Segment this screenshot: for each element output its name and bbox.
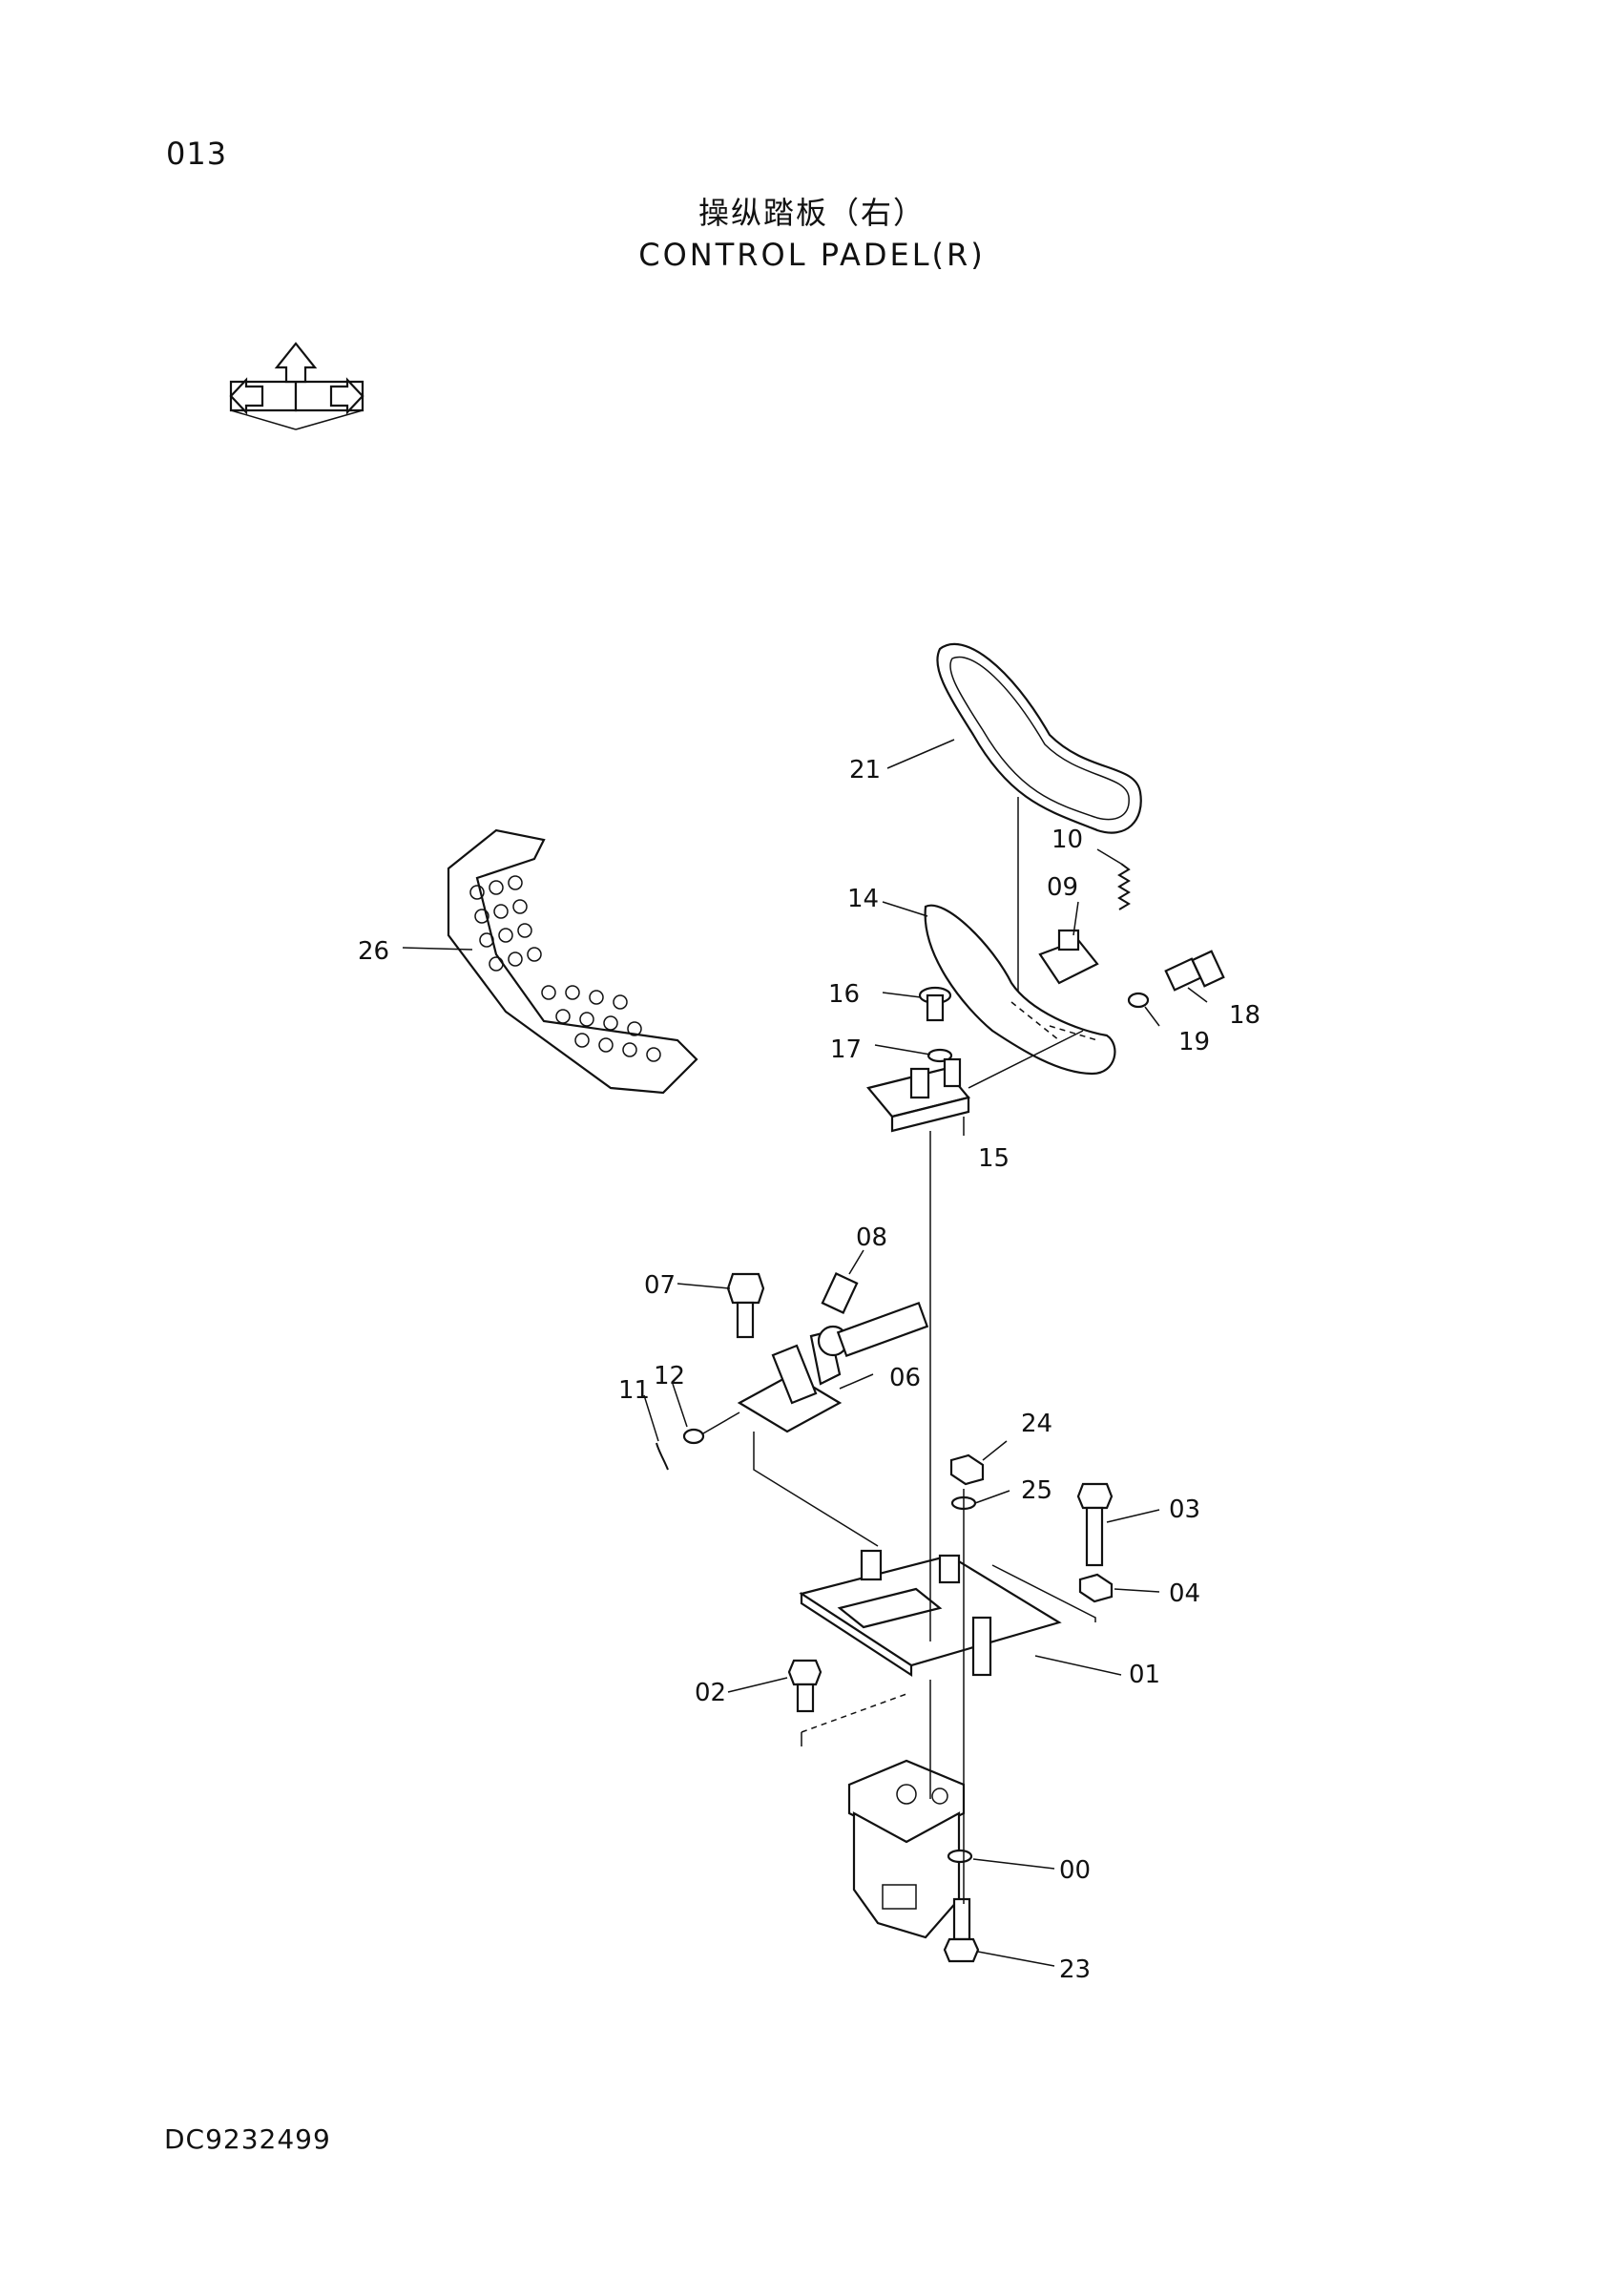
title-chinese: 操纵踏板（右） [697,195,926,231]
part-09-spring [1117,863,1131,910]
part-14-pedal [924,904,1116,1076]
part-19-washer [1127,992,1150,1009]
part-11-pin [656,1442,669,1471]
part-07-bolt [726,1272,765,1339]
part-15-bracket [866,1057,970,1133]
leader-lines [402,739,1208,1967]
label-part-18: 18 [1229,1001,1260,1030]
document-code: DC9232499 [164,2123,331,2155]
part-23-bolt [943,1897,980,1963]
label-part-08: 09 [1047,873,1078,902]
label-part-06: 06 [889,1364,921,1392]
part-04-nut [1078,1573,1114,1603]
part-12-washer [682,1428,705,1445]
label-part-01: 01 [1129,1661,1160,1689]
label-part-19: 19 [1178,1028,1210,1056]
part-16-screw [918,986,952,1022]
label-part-24: 24 [1021,1410,1052,1438]
label-part-00: 00 [1059,1856,1091,1885]
label-part-10: 08 [856,1223,887,1252]
part-18-bolt [1164,950,1225,992]
part-02-bolt [787,1659,822,1713]
page-number: 013 [166,136,228,172]
part-10-pin [821,1272,859,1314]
label-part-12: 12 [654,1362,685,1390]
label-part-02: 02 [695,1679,726,1707]
label-part-14: 14 [847,885,879,913]
label-part-11: 11 [618,1376,650,1405]
orientation-arrows-icon [229,342,364,430]
part-24-nut [949,1453,985,1486]
label-part-17: 17 [830,1035,862,1064]
part-26-footrest [447,828,698,1095]
part-21-pad-cover [936,642,1142,834]
part-00-washer [947,1849,973,1864]
part-03-bolt [1076,1482,1114,1567]
label-part-16: 16 [828,980,860,1009]
label-part-25: 25 [1021,1476,1052,1505]
part-00-valve [847,1759,966,1939]
label-part-23: 23 [1059,1955,1091,1984]
label-part-09: 10 [1051,826,1083,854]
label-part-07: 07 [644,1271,676,1300]
label-part-04: 04 [1169,1579,1200,1608]
title-english: CONTROL PADEL(R) [638,237,986,273]
part-08-switch [1038,929,1099,985]
part-06-bracket [737,1301,929,1433]
label-part-26: 26 [358,937,389,966]
label-part-03: 03 [1169,1495,1200,1524]
label-part-21: 21 [849,756,881,784]
label-part-15: 15 [978,1144,1010,1173]
part-01-base-plate [799,1549,1096,1678]
